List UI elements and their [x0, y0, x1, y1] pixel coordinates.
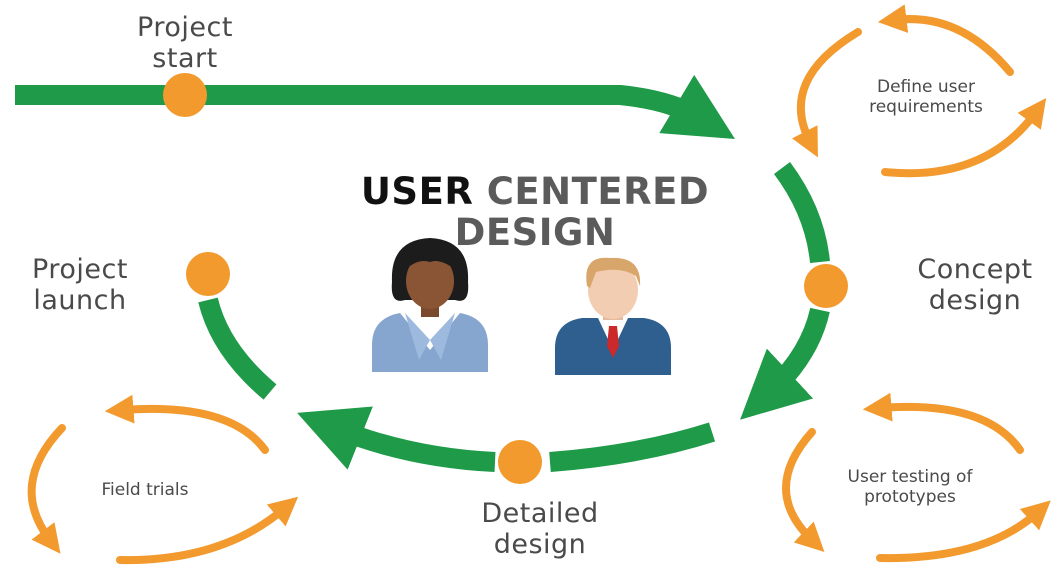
flow-arrow-concept: [773, 162, 830, 264]
label-concept-design: Concept design: [890, 254, 1060, 316]
label-line: User testing of: [847, 467, 973, 487]
cycle-arrows-testing: [782, 392, 1051, 563]
milestone-dot-detailed: [498, 440, 542, 484]
woman-user-icon: [372, 238, 488, 372]
label-detailed-design: Detailed design: [440, 498, 640, 560]
label-project-launch: Project launch: [0, 254, 160, 316]
milestone-dots: [163, 73, 848, 484]
title-centered: CENTERED: [486, 170, 710, 213]
label-line: Project: [137, 12, 233, 43]
diagram-title: USER CENTERED DESIGN: [300, 170, 770, 254]
label-project-start: Project start: [90, 12, 280, 74]
label-line: Detailed: [481, 498, 599, 529]
flow-arrow-launch: [198, 297, 277, 400]
label-line: Field trials: [101, 480, 189, 500]
milestone-dot-start: [163, 73, 207, 117]
title-design: DESIGN: [454, 210, 616, 254]
label-line: Define user: [877, 77, 975, 97]
milestone-dot-concept: [804, 264, 848, 308]
cycle-arrows-requirements: [791, 4, 1047, 178]
label-line: design: [493, 529, 587, 561]
label-line: Project: [32, 254, 128, 285]
label-line: prototypes: [864, 486, 956, 507]
label-define-requirements: Define user requirements: [826, 77, 1026, 117]
flow-arrow-start: [15, 74, 735, 139]
cycle-arrows-field: [27, 394, 299, 565]
title-user: USER: [360, 170, 474, 213]
label-line: launch: [33, 285, 127, 317]
label-line: start: [152, 43, 218, 75]
label-line: Concept: [917, 254, 1033, 285]
label-line: design: [928, 285, 1022, 317]
label-field-trials: Field trials: [60, 480, 230, 501]
man-user-icon: [555, 257, 671, 375]
flow-arrow-detailed-right: [549, 422, 716, 472]
milestone-dot-launch: [186, 252, 230, 296]
label-user-testing: User testing of prototypes: [800, 467, 1020, 507]
flow-arrow-detailed-left: [297, 406, 496, 472]
flow-arrows: [15, 74, 830, 472]
flow-arrow-to-detailed: [740, 307, 830, 420]
label-line: requirements: [869, 96, 983, 117]
